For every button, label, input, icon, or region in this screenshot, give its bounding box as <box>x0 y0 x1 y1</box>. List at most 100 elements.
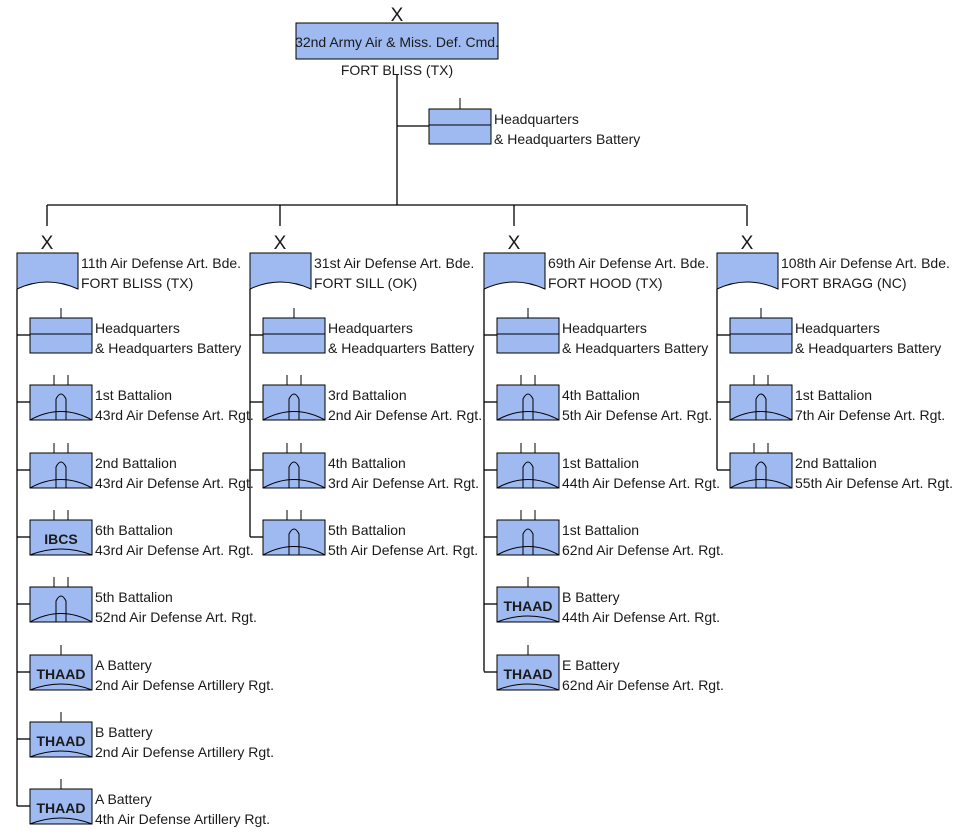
unit-row: 1st Battalion 7th Air Defense Art. Rgt. <box>729 375 945 423</box>
unit-line1: 1st Battalion <box>562 522 639 538</box>
unit-row: 5th Battalion 5th Air Defense Art. Rgt. <box>262 510 478 558</box>
unit-line2: & Headquarters Battery <box>95 340 241 356</box>
unit-row: Headquarters & Headquarters Battery <box>729 308 941 356</box>
unit-line2: 7th Air Defense Art. Rgt. <box>795 407 945 423</box>
brigade-echelon-mark: X <box>508 233 521 254</box>
unit-line2: 55th Air Defense Art. Rgt. <box>795 475 953 491</box>
missile-battalion-symbol <box>262 375 326 421</box>
brigade-symbol <box>716 252 779 290</box>
missile-battalion-symbol <box>29 375 93 421</box>
brigade-echelon-mark: X <box>274 233 287 254</box>
thaad-battery-symbol: THAAD <box>29 645 93 691</box>
missile-battalion-symbol <box>496 510 560 556</box>
thaad-battery-symbol: THAAD <box>29 779 93 825</box>
thaad-battery-symbol: THAAD <box>496 577 560 623</box>
unit-row: 1st Battalion 44th Air Defense Art. Rgt. <box>496 443 720 491</box>
hq-battery-symbol <box>729 308 793 354</box>
brigade-name: 11th Air Defense Art. Bde. <box>81 255 241 271</box>
unit-line2: & Headquarters Battery <box>328 340 474 356</box>
unit-box-label: THAAD <box>504 598 553 614</box>
brigade-column: X 69th Air Defense Art. Bde. FORT HOOD (TX… <box>483 233 724 693</box>
brigade-column: X 11th Air Defense Art. Bde. FORT BLISS (T… <box>16 233 274 827</box>
missile-battalion-symbol <box>29 577 93 623</box>
unit-row: Headquarters & Headquarters Battery <box>29 308 241 356</box>
unit-line1: 6th Battalion <box>95 522 173 538</box>
unit-line2: 52nd Air Defense Art. Rgt. <box>95 609 257 625</box>
unit-line1: 1st Battalion <box>95 387 172 403</box>
unit-line1: A Battery <box>95 791 152 807</box>
unit-row: 1st Battalion 62nd Air Defense Art. Rgt. <box>496 510 724 558</box>
unit-line2: & Headquarters Battery <box>795 340 941 356</box>
missile-battalion-symbol <box>729 443 793 489</box>
unit-line2: 44th Air Defense Art. Rgt. <box>562 609 720 625</box>
missile-battalion-symbol <box>262 510 326 556</box>
unit-line1: 4th Battalion <box>562 387 640 403</box>
hq-battery-symbol <box>496 308 560 354</box>
brigade-name: 69th Air Defense Art. Bde. <box>548 255 709 271</box>
unit-line1: 2nd Battalion <box>95 455 177 471</box>
brigade-symbol <box>483 252 546 290</box>
command-hq-line2: & Headquarters Battery <box>494 131 640 147</box>
unit-row: THAAD B Battery 2nd Air Defense Artillery … <box>29 712 274 760</box>
unit-row: 4th Battalion 3rd Air Defense Art. Rgt. <box>262 443 479 491</box>
unit-line1: 3rd Battalion <box>328 387 407 403</box>
brigades-layer: X 11th Air Defense Art. Bde. FORT BLISS (T… <box>16 233 953 827</box>
hq-battery-symbol <box>262 308 326 354</box>
brigade-echelon-mark: X <box>41 233 54 254</box>
unit-line2: & Headquarters Battery <box>562 340 708 356</box>
unit-box-label: THAAD <box>37 666 86 682</box>
unit-line2: 5th Air Defense Art. Rgt. <box>328 542 478 558</box>
unit-line2: 3rd Air Defense Art. Rgt. <box>328 475 479 491</box>
unit-line1: E Battery <box>562 657 620 673</box>
unit-line1: B Battery <box>95 724 153 740</box>
ibcs-battalion-symbol: IBCS <box>29 510 93 556</box>
unit-box-label: THAAD <box>37 733 86 749</box>
unit-line1: 4th Battalion <box>328 455 406 471</box>
command-echelon-mark: X <box>391 5 404 26</box>
brigade-name: 108th Air Defense Art. Bde. <box>781 255 950 271</box>
unit-row: 2nd Battalion 43rd Air Defense Art. Rgt. <box>29 443 254 491</box>
missile-battalion-symbol <box>496 375 560 421</box>
command-location: FORT BLISS (TX) <box>341 62 453 78</box>
unit-line2: 5th Air Defense Art. Rgt. <box>562 407 712 423</box>
command-name: 32nd Army Air & Miss. Def. Cmd. <box>295 34 499 50</box>
missile-battalion-symbol <box>729 375 793 421</box>
unit-box-label: THAAD <box>37 800 86 816</box>
unit-row: 1st Battalion 43rd Air Defense Art. Rgt. <box>29 375 254 423</box>
unit-line1: 5th Battalion <box>95 589 173 605</box>
missile-battalion-symbol <box>496 443 560 489</box>
unit-row: Headquarters & Headquarters Battery <box>496 308 708 356</box>
unit-line2: 43rd Air Defense Art. Rgt. <box>95 407 254 423</box>
brigade-column: X 31st Air Defense Art. Bde. FORT SILL (OK… <box>249 233 482 558</box>
unit-box-label: THAAD <box>504 666 553 682</box>
brigade-location: FORT HOOD (TX) <box>548 275 663 291</box>
unit-line2: 62nd Air Defense Art. Rgt. <box>562 542 724 558</box>
brigade-name: 31st Air Defense Art. Bde. <box>314 255 474 271</box>
unit-line1: Headquarters <box>95 320 180 336</box>
unit-line2: 2nd Air Defense Artillery Rgt. <box>95 744 274 760</box>
unit-line1: 1st Battalion <box>795 387 872 403</box>
unit-box-label: IBCS <box>44 531 77 547</box>
unit-line2: 2nd Air Defense Artillery Rgt. <box>95 677 274 693</box>
unit-line1: 1st Battalion <box>562 455 639 471</box>
unit-line1: Headquarters <box>562 320 647 336</box>
unit-line1: Headquarters <box>795 320 880 336</box>
unit-line1: A Battery <box>95 657 152 673</box>
brigade-echelon-mark: X <box>741 233 754 254</box>
unit-row: 4th Battalion 5th Air Defense Art. Rgt. <box>496 375 712 423</box>
brigade-symbol <box>16 252 79 290</box>
unit-line1: 5th Battalion <box>328 522 406 538</box>
unit-row: THAAD A Battery 2nd Air Defense Artillery … <box>29 645 274 693</box>
brigade-location: FORT SILL (OK) <box>314 275 417 291</box>
brigade-location: FORT BLISS (TX) <box>81 275 193 291</box>
unit-line2: 2nd Air Defense Art. Rgt. <box>328 407 482 423</box>
unit-line2: 43rd Air Defense Art. Rgt. <box>95 475 254 491</box>
unit-line2: 44th Air Defense Art. Rgt. <box>562 475 720 491</box>
missile-battalion-symbol <box>262 443 326 489</box>
